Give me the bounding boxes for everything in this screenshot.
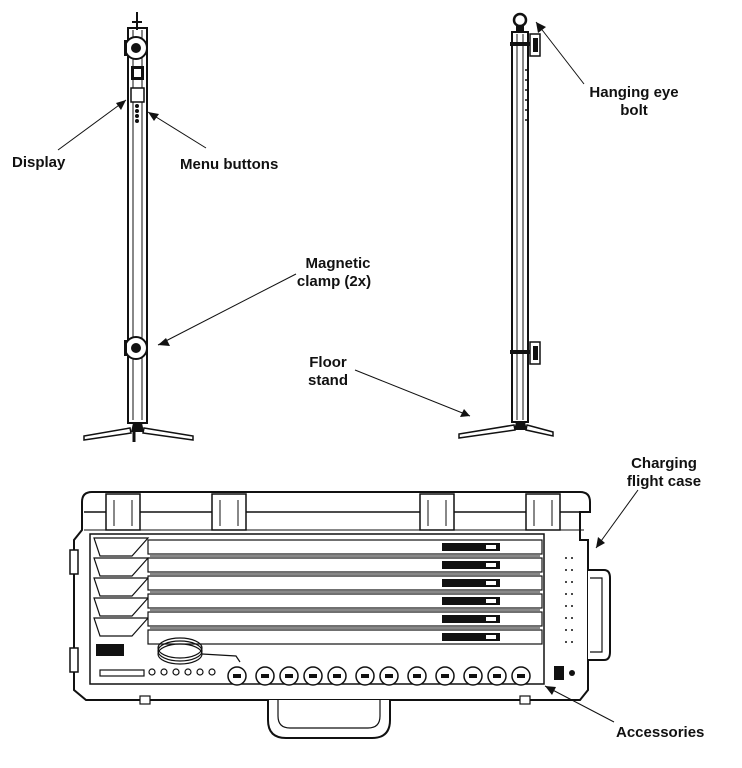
floor-stand-side	[458, 422, 554, 439]
labels: Display Menu buttons Magnetic clamp (2x)…	[12, 84, 704, 741]
case-vent-panel	[554, 557, 575, 680]
floor-stand-front	[83, 423, 194, 442]
label-hanging-eye-bolt-line2: bolt	[620, 102, 648, 119]
magnetic-clamp-bottom	[124, 336, 148, 360]
label-magnetic-clamp-line2: clamp (2x)	[297, 273, 371, 290]
label-display: Display	[12, 154, 66, 171]
hanging-eye-bolt	[512, 12, 528, 28]
label-hanging-eye-bolt-line1: Hanging eye	[589, 84, 678, 101]
side-tube-light	[458, 12, 554, 439]
label-floor-stand-line1: Floor	[309, 354, 347, 371]
front-tube-light	[83, 12, 194, 442]
callout-arrowheads	[116, 22, 605, 695]
magnetic-clamp-top	[124, 36, 148, 60]
menu-buttons	[135, 104, 139, 123]
label-accessories: Accessories	[616, 724, 704, 741]
display-panel	[130, 66, 145, 103]
case-tube-slots	[147, 539, 543, 645]
label-magnetic-clamp-line1: Magnetic	[305, 255, 370, 272]
label-charging-flight-case-line1: Charging	[631, 455, 697, 472]
accessory-cable	[157, 637, 241, 665]
label-charging-flight-case-line2: flight case	[627, 473, 701, 490]
label-menu-buttons: Menu buttons	[180, 156, 278, 173]
charging-flight-case	[69, 491, 611, 739]
label-floor-stand-line2: stand	[308, 372, 348, 389]
callout-lines	[57, 21, 639, 723]
